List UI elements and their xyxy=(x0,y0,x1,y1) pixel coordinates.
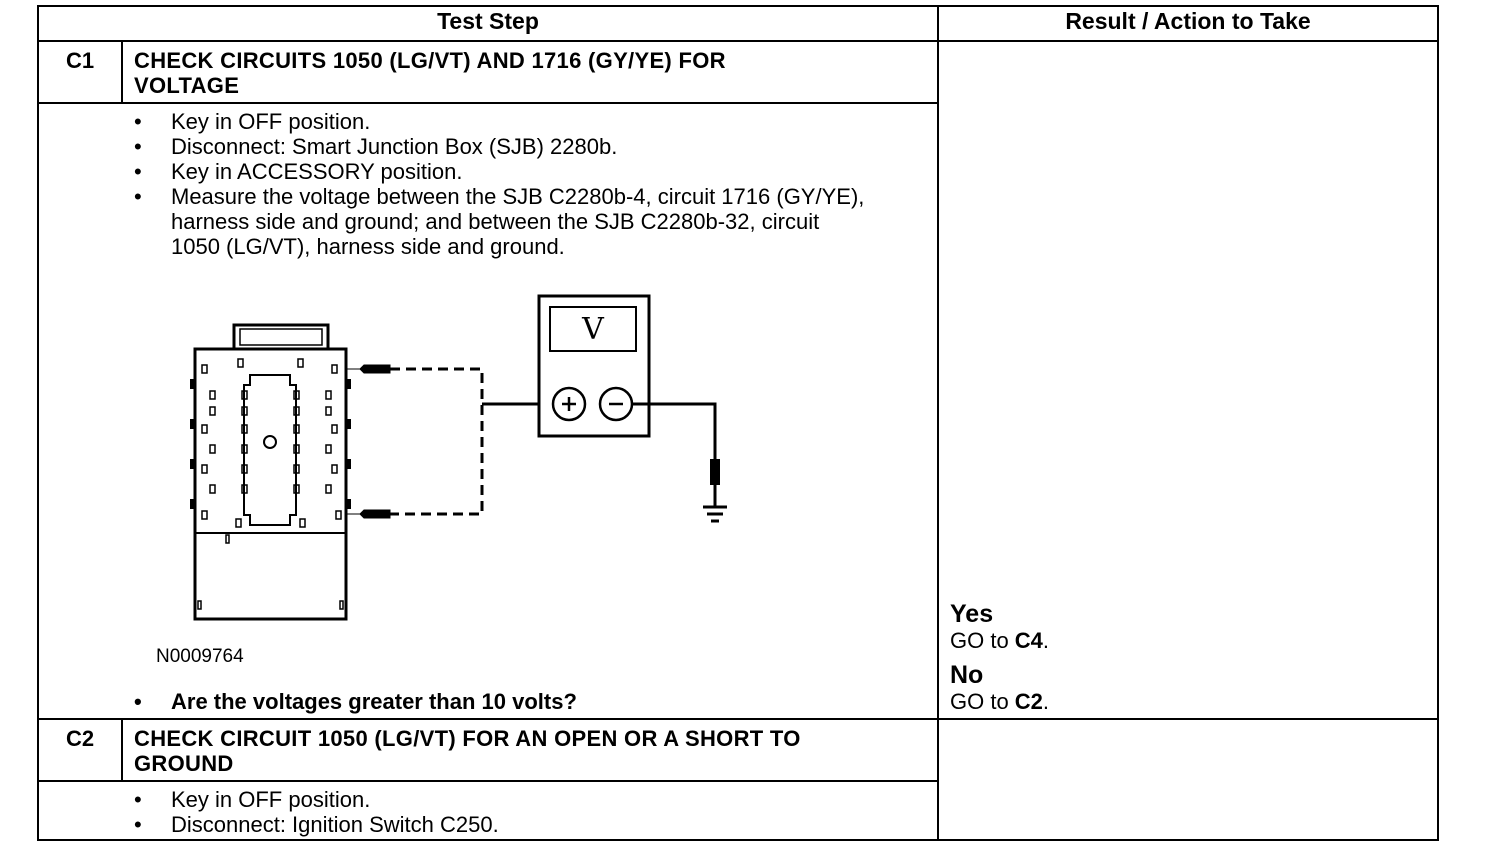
result-no-action: GO to C2. xyxy=(950,689,1050,714)
voltmeter-symbol: V xyxy=(581,312,605,347)
probe-leads xyxy=(346,364,553,519)
sjb-connector xyxy=(190,347,351,621)
header-test-step: Test Step xyxy=(437,8,539,34)
list-item: Measure the voltage between the SJB C228… xyxy=(134,184,871,259)
voltmeter xyxy=(537,294,651,438)
step-title-c1: CHECK CIRCUITS 1050 (LG/VT) AND 1716 (GY… xyxy=(134,48,726,98)
voltage-measurement-diagram: V xyxy=(190,294,727,621)
step-c2-instructions: Key in OFF position. Disconnect: Ignitio… xyxy=(134,787,924,837)
list-item: Key in OFF position. xyxy=(134,787,924,812)
list-item: Key in ACCESSORY position. xyxy=(134,159,924,184)
header-result-action: Result / Action to Take xyxy=(1065,8,1311,34)
figure-id: N0009764 xyxy=(156,646,244,667)
list-item: Are the voltages greater than 10 volts? xyxy=(134,689,924,714)
step-title-c2: CHECK CIRCUIT 1050 (LG/VT) FOR AN OPEN O… xyxy=(134,726,801,776)
step-id-c1: C1 xyxy=(65,48,95,73)
step-id-c2: C2 xyxy=(65,726,95,751)
step-c1-instructions: Key in OFF position. Disconnect: Smart J… xyxy=(134,109,924,259)
ground-lead xyxy=(632,402,727,523)
result-yes-action: GO to C4. xyxy=(950,628,1050,653)
list-item: Disconnect: Ignition Switch C250. xyxy=(134,812,924,837)
list-item: Key in OFF position. xyxy=(134,109,924,134)
result-no-label: No xyxy=(950,661,984,689)
step-c1-question: Are the voltages greater than 10 volts? xyxy=(134,689,924,714)
result-yes-label: Yes xyxy=(950,600,994,628)
result-no-target[interactable]: C2 xyxy=(1014,689,1043,714)
list-item: Disconnect: Smart Junction Box (SJB) 228… xyxy=(134,134,924,159)
connector-tab xyxy=(232,323,330,351)
result-yes-target[interactable]: C4 xyxy=(1014,628,1043,653)
